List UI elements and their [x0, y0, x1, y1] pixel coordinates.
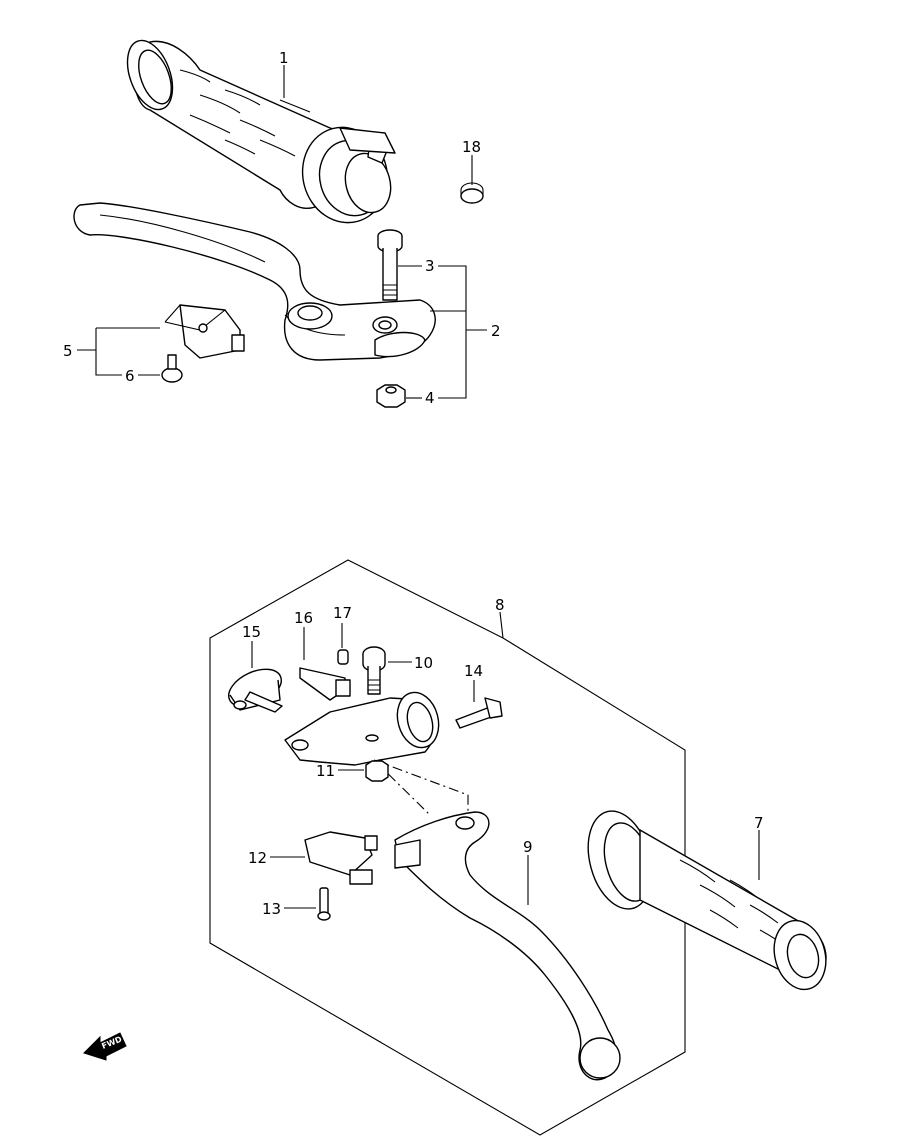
- top-leader-lines: [77, 65, 487, 399]
- switch-screw: [317, 887, 331, 921]
- cap: [460, 182, 484, 204]
- callout-11: 11: [316, 762, 335, 780]
- cable-bracket: [299, 667, 351, 701]
- holder-nut: [365, 760, 389, 782]
- callout-10: 10: [414, 654, 433, 672]
- callout-5: 5: [63, 342, 73, 360]
- bottom-leader-lines: [251, 611, 760, 909]
- callout-1: 1: [279, 49, 289, 67]
- throttle-grip: [126, 39, 396, 224]
- clamp-bolt: [455, 697, 503, 729]
- callout-12: 12: [248, 849, 267, 867]
- adjuster: [228, 668, 283, 713]
- callout-14: 14: [464, 662, 483, 680]
- callout-8: 8: [495, 596, 505, 614]
- fwd-arrow-icon: FWD: [83, 1032, 127, 1061]
- clutch-switch: [304, 831, 378, 885]
- callout-2: 2: [491, 322, 501, 340]
- nut: [376, 384, 406, 408]
- callout-9: 9: [523, 838, 533, 856]
- callout-13: 13: [262, 900, 281, 918]
- kit-outline: [209, 559, 686, 1136]
- alignment-line: [373, 759, 469, 816]
- clutch-lever: [394, 811, 621, 1081]
- callout-16: 16: [294, 609, 313, 627]
- pivot-bolt: [377, 229, 403, 301]
- callout-3: 3: [425, 257, 435, 275]
- brake-lever: [73, 202, 436, 361]
- clutch-pivot-bolt: [362, 646, 386, 695]
- callout-18: 18: [462, 138, 481, 156]
- callout-15: 15: [242, 623, 261, 641]
- callout-4: 4: [425, 389, 435, 407]
- callout-17: 17: [333, 604, 352, 622]
- screw: [161, 354, 183, 383]
- lever-holder: [284, 691, 440, 766]
- brake-switch: [164, 304, 245, 359]
- left-grip: [587, 810, 827, 991]
- callout-6: 6: [125, 367, 135, 385]
- small-screw: [337, 649, 349, 665]
- callout-7: 7: [754, 814, 764, 832]
